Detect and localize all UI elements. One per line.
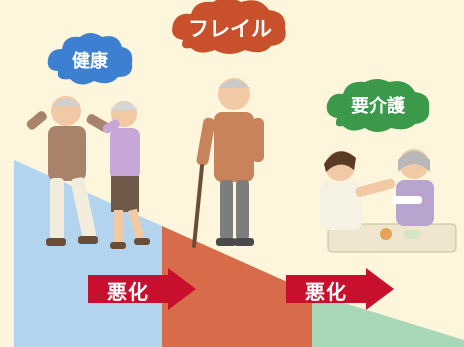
- care-stage-cloud: [326, 79, 430, 132]
- worsening-label-1: 悪化: [107, 280, 149, 304]
- care-band: [312, 293, 464, 347]
- stage-label-healthy: 健康: [72, 51, 108, 72]
- frail-elderly-man-with-cane-illustration: [192, 78, 264, 248]
- stage-label-frail: フレイル: [188, 17, 272, 41]
- worsening-arrow-1: [88, 268, 196, 310]
- worsening-arrow-2: [286, 268, 394, 310]
- stage-label-care: 要介護: [351, 96, 405, 117]
- frail-stage-cloud: [172, 0, 286, 54]
- frail-band: [162, 226, 312, 347]
- worsening-label-2: 悪化: [305, 280, 347, 304]
- caregiver-feeding-elderly-woman-illustration: [320, 149, 457, 253]
- healthy-couple-illustration: [26, 96, 150, 249]
- healthy-stage-cloud: [47, 33, 133, 85]
